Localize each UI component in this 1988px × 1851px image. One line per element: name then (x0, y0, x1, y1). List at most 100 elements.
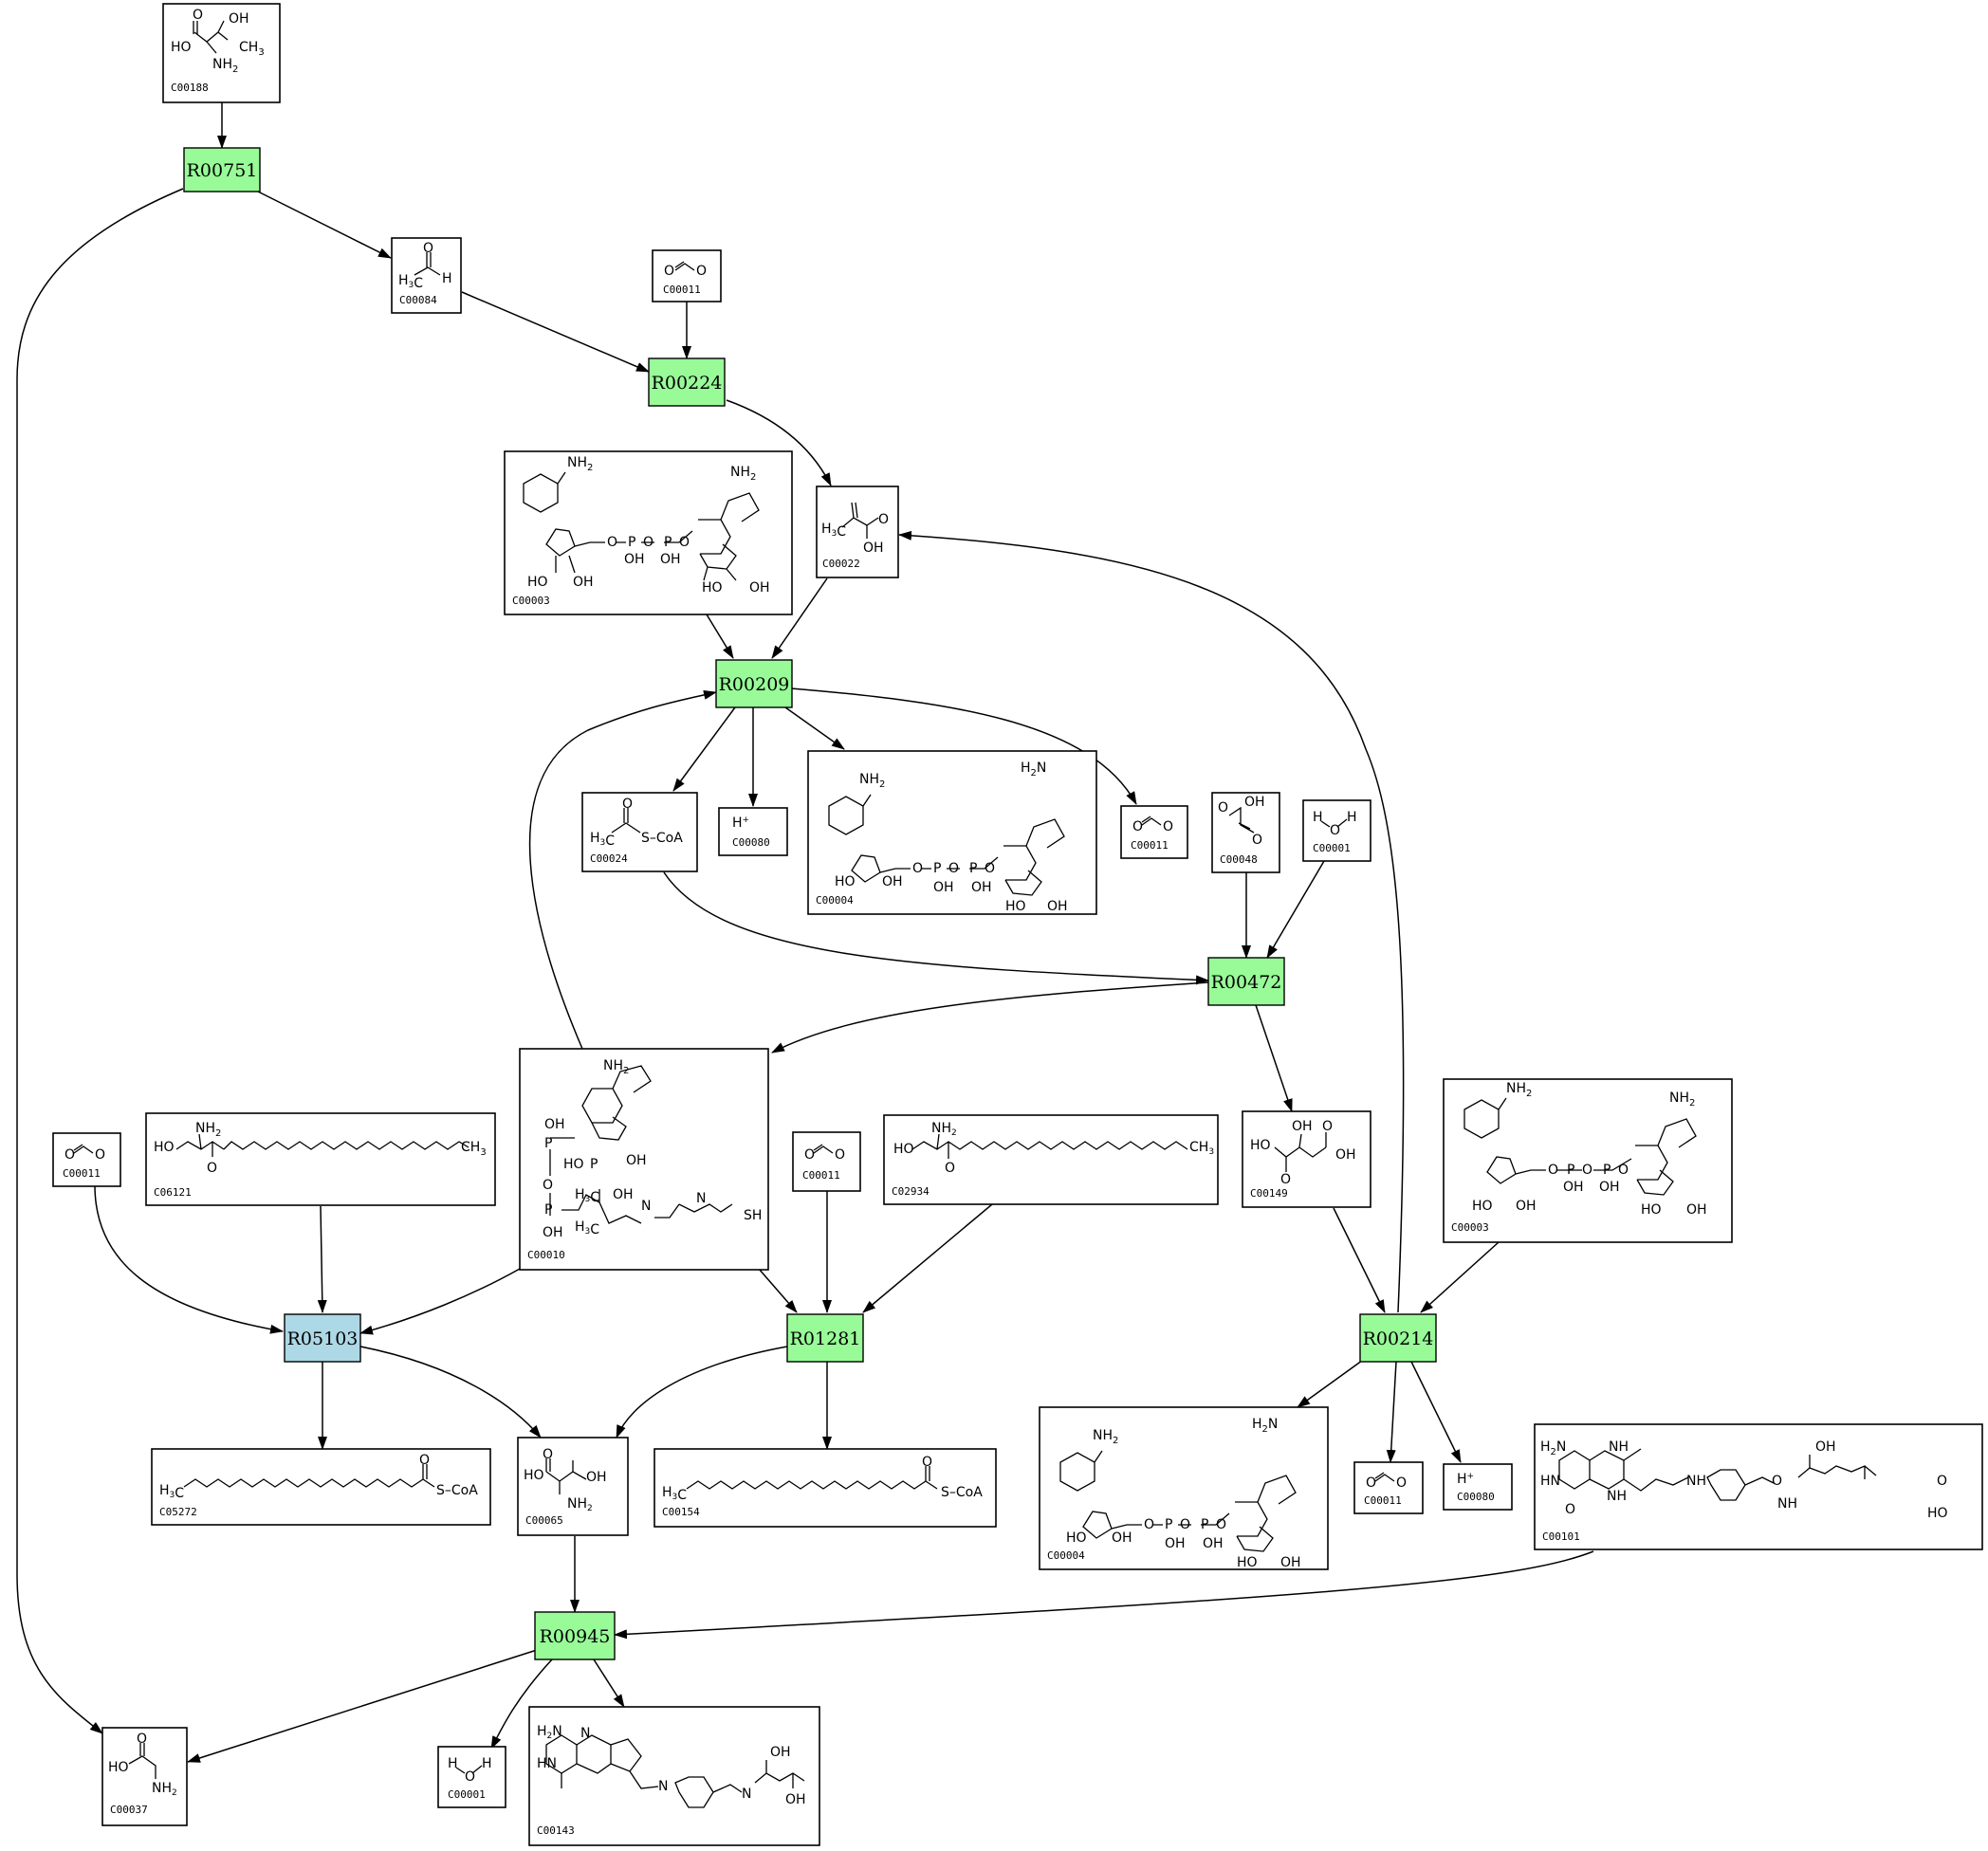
compound-C00011[interactable]: O O C00011 (792, 1131, 861, 1192)
atom-label: OH (1112, 1530, 1132, 1546)
reaction-R00224[interactable]: R00224 (648, 357, 726, 407)
compound-C06121[interactable]: HO NH2 O CH3 C06121 (145, 1112, 496, 1206)
compound-C00080[interactable]: H+ C00080 (1443, 1463, 1513, 1511)
compound-C00011[interactable]: O O C00011 (52, 1132, 121, 1187)
edge-r00214-c00022 (898, 530, 1405, 1313)
structure-drawing: O O (64, 1144, 105, 1163)
compound-C00022[interactable]: H3C OH O C00022 (816, 486, 899, 578)
compound-id: C00003 (1451, 1221, 1489, 1234)
atom-label: P (590, 1157, 598, 1172)
structure-drawing: HO NH2 OH CH3 O (171, 8, 265, 75)
compound-C00024[interactable]: H3C S–CoA O C00024 (581, 792, 698, 872)
atom-label: O (1937, 1474, 1947, 1489)
edge-c00003a-r00209 (706, 614, 734, 659)
reaction-R00945[interactable]: R00945 (534, 1611, 616, 1660)
atom-label: O (419, 1453, 430, 1468)
compound-C00003[interactable]: NH2 NH2 O P O P O OH OH HO OH HO OH C000… (1443, 1078, 1733, 1243)
structure-drawing: O OH O (1218, 795, 1265, 848)
reaction-R05103[interactable]: R05103 (284, 1313, 361, 1363)
compound-C00101[interactable]: H2N NH HN O NH NH O NH OH O HO C00101 (1534, 1423, 1983, 1550)
atom-label: HO (527, 575, 548, 590)
atom-label: HO (108, 1760, 129, 1775)
edge-r00214-c00004b (1297, 1357, 1367, 1408)
compound-C00010[interactable]: NH2 OH P O HO P OH P OH H3C H3C OH N N S… (519, 1048, 769, 1271)
structure-drawing: H O H (448, 1756, 492, 1785)
edge-r01281-c00065 (616, 1346, 788, 1439)
atom-label: HO (1250, 1138, 1271, 1153)
compound-C00001[interactable]: H O H C00001 (437, 1746, 506, 1808)
compound-C05272[interactable]: H3C S–CoA O C05272 (151, 1448, 491, 1526)
atom-label: NH2 (1093, 1428, 1118, 1446)
atom-label: P (664, 535, 672, 550)
reaction-R01281[interactable]: R01281 (786, 1313, 864, 1363)
atom-label: O (1163, 819, 1173, 834)
atom-label: H (1313, 810, 1323, 825)
compound-C00080[interactable]: H+ C00080 (718, 807, 788, 856)
atom-label: N (658, 1779, 668, 1794)
compound-C00048[interactable]: O OH O C00048 (1211, 792, 1280, 873)
atom-label: O (679, 535, 690, 550)
atom-label: O (664, 264, 674, 279)
atom-label: HN (537, 1756, 557, 1771)
compound-C00011[interactable]: O O C00011 (652, 249, 722, 302)
atom-label: NH (1607, 1489, 1627, 1504)
compound-C00011[interactable]: O O C00011 (1120, 805, 1188, 859)
compound-C00001[interactable]: H O H C00001 (1302, 799, 1371, 862)
atom-label: OH (1335, 1147, 1356, 1163)
atom-label: O (878, 512, 889, 527)
edge-c00024-r00472 (663, 871, 1209, 985)
reaction-R00214[interactable]: R00214 (1359, 1313, 1437, 1363)
atom-label: HO (171, 40, 192, 55)
atom-label: NH2 (212, 57, 238, 75)
atom-label: CH3 (1189, 1140, 1214, 1157)
compound-C00154[interactable]: H3C S–CoA O C00154 (653, 1448, 997, 1528)
compound-C02934[interactable]: HO NH2 O CH3 C02934 (883, 1114, 1219, 1205)
compound-C00003[interactable]: NH2 NH2 O P O P O OH OH HO OH HO OH C000… (504, 450, 793, 615)
reaction-R00751[interactable]: R00751 (183, 147, 261, 192)
compound-C00188[interactable]: HO NH2 OH CH3 O C00188 (162, 3, 281, 103)
atom-label: HO (1641, 1202, 1662, 1218)
compound-id: C00004 (1047, 1549, 1085, 1562)
atom-label: H2N (1252, 1417, 1278, 1435)
atom-label: NH2 (730, 465, 756, 483)
compound-C00149[interactable]: HO OH OH O O C00149 (1242, 1110, 1371, 1208)
reaction-R00209[interactable]: R00209 (715, 659, 793, 708)
reaction-label: R00214 (1363, 1329, 1434, 1349)
atom-label: NH2 (603, 1058, 629, 1076)
structure-drawing: H3C S–CoA O (662, 1455, 983, 1503)
atom-label: NH2 (567, 455, 593, 473)
structure-drawing: NH2 NH2 O P O P O OH OH HO OH HO OH (523, 455, 770, 596)
edge-c00149-r00214 (1333, 1207, 1386, 1313)
compound-C00065[interactable]: HO OH NH2 O C00065 (517, 1437, 629, 1536)
compound-C00084[interactable]: H3C H O C00084 (391, 237, 462, 314)
edge-c00101-r00945 (614, 1550, 1594, 1640)
structure-drawing: H3C S–CoA O (159, 1453, 478, 1501)
compound-C00004[interactable]: NH2 H2N O P O P O OH OH HO OH HO OH C000… (807, 750, 1097, 915)
atom-label: OH (1815, 1439, 1836, 1455)
structure-drawing: H3C OH O (821, 502, 889, 556)
compound-id: C00001 (1313, 842, 1351, 854)
atom-label: O (1330, 823, 1340, 838)
atom-label: S–CoA (436, 1483, 478, 1498)
atom-label: O (945, 1161, 955, 1176)
structure-drawing: NH2 H2N O P O P O OH OH HO OH HO OH (1059, 1417, 1301, 1570)
edge-r00751-c00037 (16, 188, 184, 1734)
atom-label: OH (626, 1153, 647, 1168)
structure-drawing: O O (1366, 1472, 1407, 1491)
atom-label: NH2 (1669, 1090, 1695, 1109)
compound-C00011[interactable]: O O C00011 (1353, 1461, 1424, 1514)
atom-label: O (1565, 1502, 1575, 1517)
atom-label: OH (543, 1225, 563, 1240)
compound-C00037[interactable]: HO NH2 O C00037 (101, 1727, 188, 1826)
structure-drawing: H2N NH HN O NH NH O NH OH O HO (1540, 1439, 1948, 1521)
compound-id: C00101 (1542, 1530, 1580, 1543)
atom-label: NH2 (195, 1121, 221, 1139)
atom-label: OH (573, 575, 594, 590)
atom-label: N (742, 1787, 751, 1802)
reaction-R00472[interactable]: R00472 (1207, 957, 1285, 1006)
compound-C00004[interactable]: NH2 H2N O P O P O OH OH HO OH HO OH C000… (1039, 1406, 1329, 1570)
compound-C00143[interactable]: H2N HN N N N OH OH C00143 (528, 1706, 820, 1846)
atom-label: O (465, 1769, 475, 1785)
compound-id: C02934 (892, 1185, 930, 1198)
atom-label: NH2 (567, 1496, 593, 1513)
